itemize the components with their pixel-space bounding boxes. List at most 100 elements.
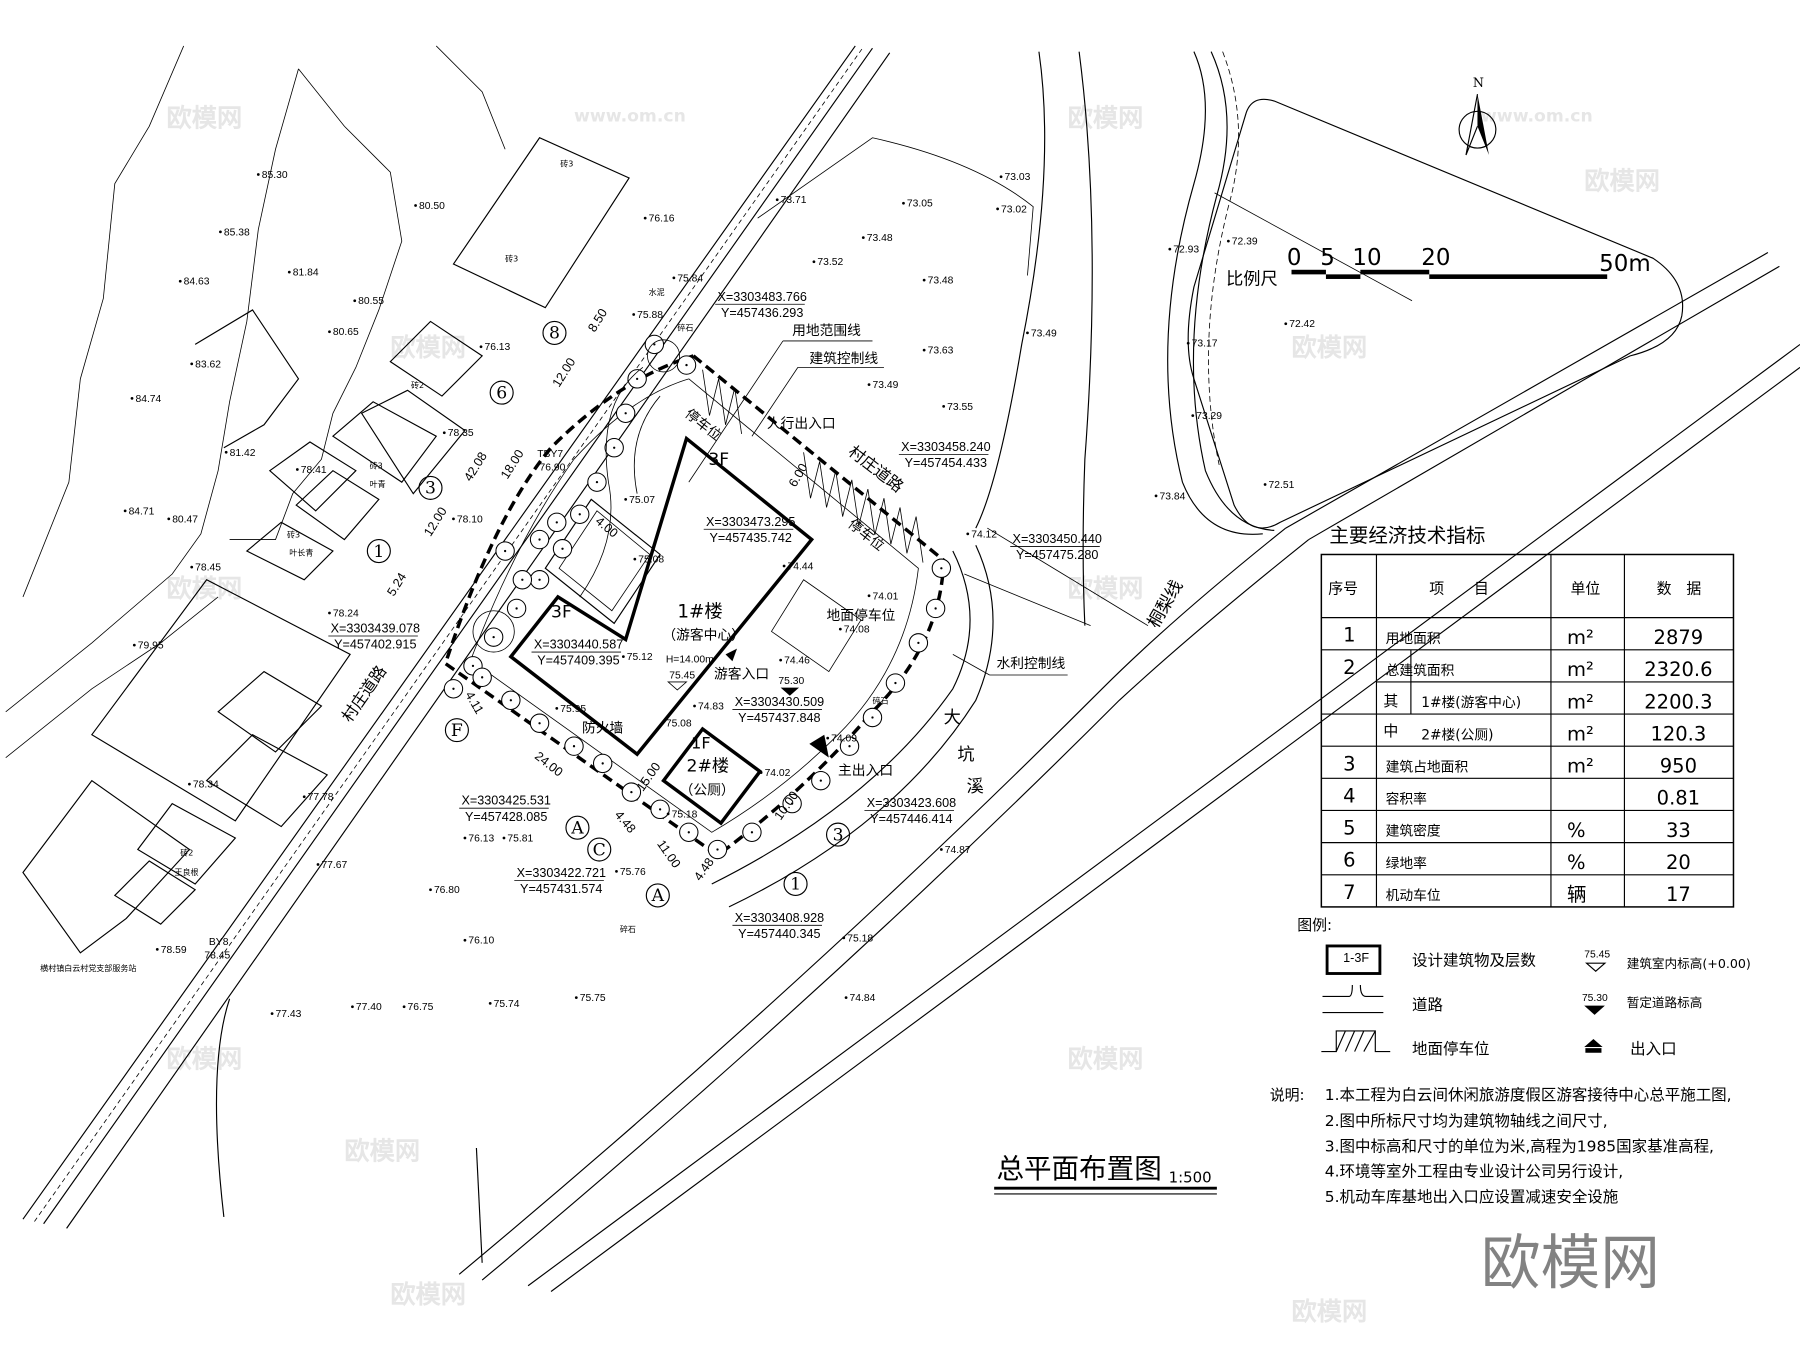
spot-elevation: 72.39	[1232, 237, 1258, 248]
spot-elevation: 81.84	[293, 268, 319, 279]
row-value: 950	[1660, 755, 1697, 778]
elevation-point-icon	[287, 270, 291, 274]
indoor-elevation-icon	[1585, 962, 1607, 972]
building-2	[661, 726, 763, 826]
spot-elevation: 78.59	[161, 945, 187, 956]
label-building2-use: （公厕）	[680, 782, 735, 798]
header-item: 项 目	[1429, 580, 1489, 598]
elevation-point-icon	[190, 362, 194, 366]
label-benchmark-elevation: 78.45	[204, 951, 230, 962]
elevation-point-icon	[295, 468, 299, 471]
elevation-point-icon	[922, 278, 926, 282]
spot-elevation: 77.78	[308, 792, 334, 803]
row-no: 6	[1343, 849, 1355, 872]
label-cement: 水泥	[649, 287, 665, 297]
spot-elevation: 74.08	[844, 625, 870, 636]
elevation-point-icon	[826, 736, 830, 740]
elevation-point-icon	[351, 1005, 354, 1009]
watermarks: 欧模网 www.om.cn 欧模网 www.om.cn 欧模网 欧模网 欧模网 …	[166, 103, 1660, 1326]
label-building1-name: 1#楼	[677, 602, 722, 623]
spot-elevation: 75.75	[580, 993, 606, 1004]
label-pedestrian-entrance: 人行出入口	[767, 416, 836, 432]
elevation-point-icon	[782, 564, 786, 568]
spot-elevation: 76.10	[468, 936, 494, 947]
elevation-point-icon	[902, 201, 905, 205]
elevation-point-icon	[842, 936, 846, 940]
elevation-point-icon	[812, 260, 816, 264]
dimension-label: 24.00	[532, 749, 565, 779]
spot-elevation: 85.38	[224, 227, 250, 238]
axis-marker-label: 1	[373, 542, 384, 562]
label-house: 砖3	[370, 460, 383, 470]
elevation-point-icon	[555, 706, 559, 710]
watermark-logo: 欧模网	[166, 1045, 242, 1074]
row-value: 33	[1666, 819, 1691, 842]
elevation-point-icon	[661, 721, 664, 725]
elevation-point-icon	[775, 198, 779, 202]
elevation-point-icon	[666, 812, 670, 816]
elevation-point-icon	[643, 216, 647, 220]
spot-elevation: 73.49	[1031, 328, 1057, 339]
watermark-logo: 欧模网	[166, 574, 242, 603]
coordinate-x: X=3303430.509	[735, 695, 824, 709]
spot-elevation: 74.01	[872, 591, 898, 602]
elevation-point-icon	[488, 1001, 492, 1005]
coordinate-labels: X=3303483.766Y=457436.293X=3303458.240Y=…	[328, 290, 1102, 941]
coordinate-x: X=3303422.721	[517, 866, 606, 880]
spot-elevation: 74.12	[971, 529, 997, 540]
site-boundary	[443, 354, 946, 858]
elevation-point-icon	[838, 627, 842, 631]
elevation-point-icon	[1168, 247, 1172, 251]
elevation-point-icon	[188, 782, 191, 786]
elevation-point-icon	[328, 330, 331, 334]
spot-elevation: 78.35	[448, 428, 474, 439]
axis-marker-icon	[418, 475, 443, 500]
label-firewall: 防火墙	[582, 720, 624, 736]
legend-label: 设计建筑物及层数	[1412, 951, 1536, 969]
spot-elevation: 80.50	[419, 201, 445, 212]
coordinate-y: Y=457446.414	[870, 812, 952, 826]
label-visitor-entrance: 游客入口	[714, 665, 769, 682]
watermark-logo: 欧模网	[1292, 1297, 1368, 1326]
row-item: 1#楼(游客中心)	[1421, 694, 1521, 711]
label-house: 砖2	[411, 380, 424, 390]
building-1	[508, 435, 815, 757]
spot-elevation: 73.63	[928, 346, 954, 357]
elevation-point-icon	[479, 345, 483, 349]
watermark-url: www.om.cn	[574, 107, 686, 127]
spot-elevation: 72.42	[1289, 319, 1315, 330]
coordinate-y: Y=457409.395	[537, 654, 619, 668]
dimension-label: 4.48	[691, 855, 717, 883]
tongli-road	[757, 51, 1275, 627]
scale-tick: 20	[1421, 245, 1450, 271]
axis-marker-label: 1	[790, 875, 801, 895]
spot-elevation: 76.80	[434, 885, 460, 896]
spot-elevations: 85.3080.5085.3881.8476.1675.8475.8873.71…	[123, 170, 1315, 1020]
spot-elevation: 78.24	[333, 608, 359, 619]
label-gravel: 碎石	[677, 323, 693, 333]
header-value: 数 据	[1657, 580, 1702, 598]
row-item: 总建筑面积	[1386, 663, 1455, 679]
label-stream: 溪	[967, 777, 984, 797]
elevation-point-icon	[316, 863, 320, 866]
scale-bar-label: 比例尺	[1226, 270, 1278, 290]
spot-elevation: 84.71	[129, 506, 155, 517]
elevation-point-icon	[1226, 239, 1230, 243]
spot-elevation: 76.75	[408, 1002, 434, 1013]
dimension-label: 8.50	[585, 306, 610, 334]
legend-title: 图例:	[1297, 916, 1332, 934]
spot-elevation: 76.16	[649, 214, 675, 225]
spot-elevation: 73.29	[1196, 411, 1222, 422]
spot-elevation: 74.46	[784, 656, 810, 667]
row-value: 17	[1666, 883, 1691, 906]
coordinate-y: Y=457475.280	[1016, 548, 1098, 562]
spot-elevation: 73.52	[817, 257, 843, 268]
legend-label: 地面停车位	[1412, 1040, 1489, 1058]
label-party-station: 横村镇白云村党支部服务站	[40, 963, 136, 973]
village-road	[22, 45, 891, 1229]
axis-marker-label: 6	[496, 383, 507, 403]
